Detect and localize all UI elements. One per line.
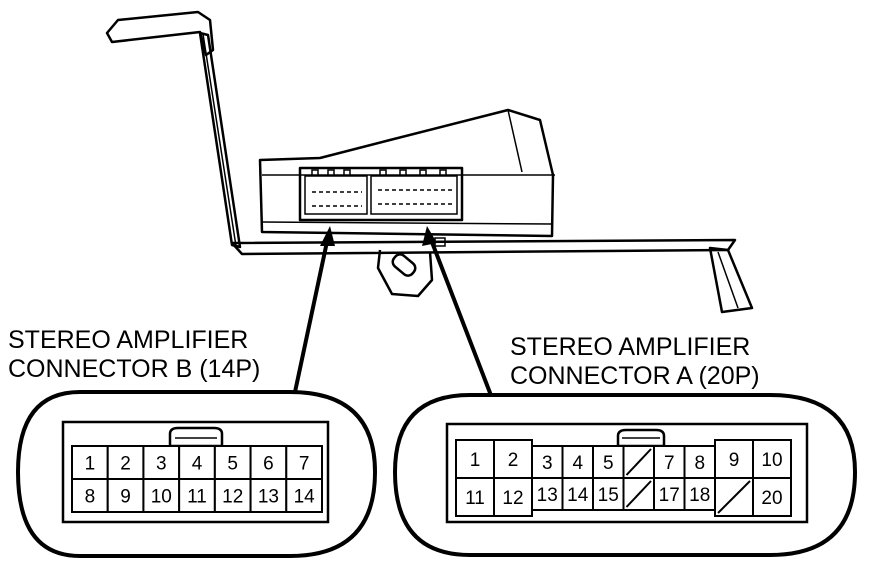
connector-b-pin-12: 12	[222, 487, 243, 508]
connector-a-pin-1: 1	[470, 450, 481, 471]
connector-b-pin-3: 3	[156, 454, 167, 475]
connector-a-pin-17: 17	[659, 485, 680, 506]
connector-a-pin-4: 4	[572, 453, 583, 474]
connector-b-pin-4: 4	[192, 454, 203, 475]
connector-b-label-line2: CONNECTOR B (14P)	[8, 355, 260, 383]
connector-a-pin-19-unused-mark	[717, 480, 751, 514]
amplifier-unit-illustration	[105, 10, 754, 314]
connector-a-pin-18: 18	[689, 485, 710, 506]
pointer-connector-b	[293, 226, 335, 393]
connector-a-pin-20: 20	[761, 488, 782, 509]
connector-a-pin-12: 12	[502, 488, 523, 509]
connector-b-pin-2: 2	[120, 454, 131, 475]
connector-b-pin-6: 6	[263, 454, 274, 475]
connector-a-pin-2: 2	[508, 450, 519, 471]
connector-b-pin-5: 5	[227, 454, 238, 475]
connector-b-label-line1: STEREO AMPLIFIER	[8, 326, 248, 354]
connector-a-pin-13: 13	[537, 485, 558, 506]
connector-a-pin-7: 7	[664, 453, 675, 474]
connector-a-pin-20-cell	[752, 477, 792, 517]
connector-b-pin-1: 1	[85, 454, 96, 475]
connector-a-pin-16-unused-mark	[625, 480, 652, 508]
connector-a-pin-15: 15	[598, 485, 619, 506]
connector-a-pin-9: 9	[729, 450, 740, 471]
connector-b-pin-11: 11	[187, 487, 207, 508]
connector-b-pin-14: 14	[294, 487, 316, 508]
connector-a-pin-5: 5	[603, 453, 614, 474]
connector-a-pin-7-cell	[653, 445, 686, 479]
connector-a-pin-2-cell	[493, 439, 533, 479]
connector-b-pin-3-cell	[142, 445, 181, 480]
connector-a-pin-6-unused-mark	[625, 448, 652, 476]
connector-a-pin-3: 3	[542, 453, 553, 474]
connector-b-pin-10: 10	[151, 487, 172, 508]
connector-a-pin-8: 8	[694, 453, 705, 474]
connector-b-pin-11-cell	[178, 478, 216, 513]
pointer-connector-a	[422, 226, 494, 399]
connector-b-pin-4-cell	[178, 445, 216, 480]
connector-a-label-line1: STEREO AMPLIFIER	[510, 333, 750, 361]
connector-a-pin-14: 14	[567, 485, 589, 506]
connector-b-pin-1-cell	[71, 445, 109, 480]
connector-a-label-line2: CONNECTOR A (20P)	[510, 362, 760, 390]
connector-b-pin-14-cell	[285, 478, 323, 513]
connector-b-pin-8: 8	[85, 487, 96, 508]
connector-a-pin-18-cell	[683, 477, 716, 511]
connector-b-pin-9: 9	[120, 487, 131, 508]
connector-a-pin-15-cell	[592, 477, 625, 511]
connector-a-pin-10: 10	[761, 450, 782, 471]
connector-a-pin-11-cell	[455, 477, 495, 517]
connector-b-pin-7: 7	[299, 454, 310, 475]
connector-b-pin-13: 13	[258, 487, 279, 508]
connector-a-pin-11: 11	[465, 488, 485, 509]
connector-a-pin-1-cell	[455, 439, 495, 479]
